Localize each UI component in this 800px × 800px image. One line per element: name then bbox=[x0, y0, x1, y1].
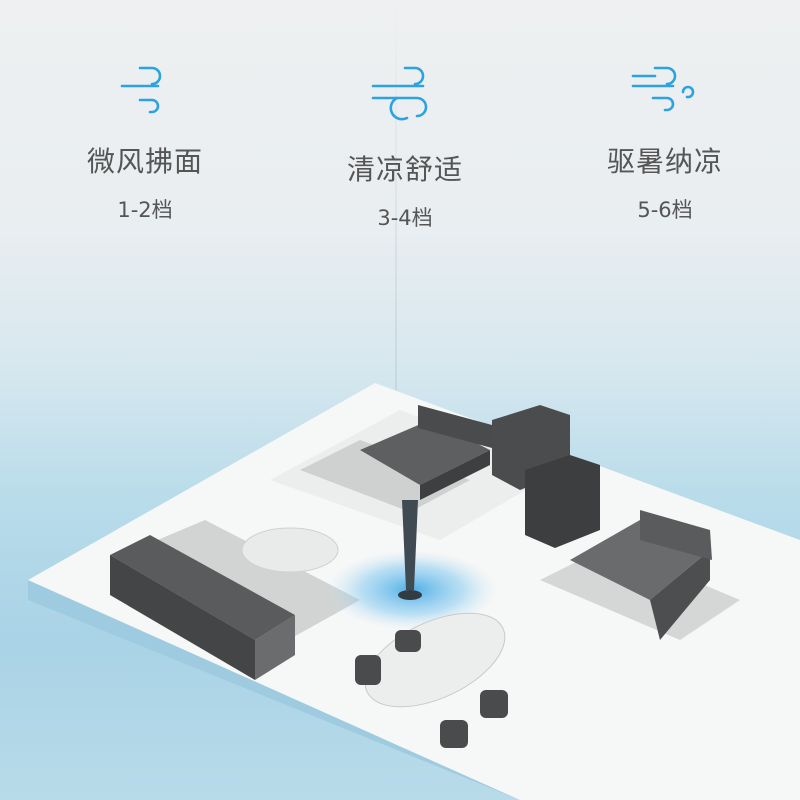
mode-breeze: 微风拂面 1-2档 bbox=[45, 62, 245, 224]
tower-fan bbox=[398, 500, 422, 600]
coffee-table bbox=[241, 527, 339, 573]
wall-corner bbox=[395, 0, 397, 390]
mode-comfort: 清凉舒适 3-4档 bbox=[305, 62, 505, 232]
wind-light-icon bbox=[120, 66, 162, 114]
mode-title: 驱暑纳凉 bbox=[606, 145, 723, 178]
mode-title: 清凉舒适 bbox=[346, 153, 463, 186]
mode-level: 1-2档 bbox=[117, 198, 173, 222]
mode-level: 5-6档 bbox=[637, 198, 693, 222]
mode-level: 3-4档 bbox=[377, 206, 433, 230]
dining-chairs bbox=[355, 630, 508, 748]
mode-title: 微风拂面 bbox=[86, 145, 203, 178]
mode-cooling: 驱暑纳凉 5-6档 bbox=[565, 62, 765, 224]
wind-medium-icon bbox=[371, 66, 428, 121]
sofa bbox=[110, 535, 295, 640]
wind-strong-icon bbox=[631, 66, 695, 112]
